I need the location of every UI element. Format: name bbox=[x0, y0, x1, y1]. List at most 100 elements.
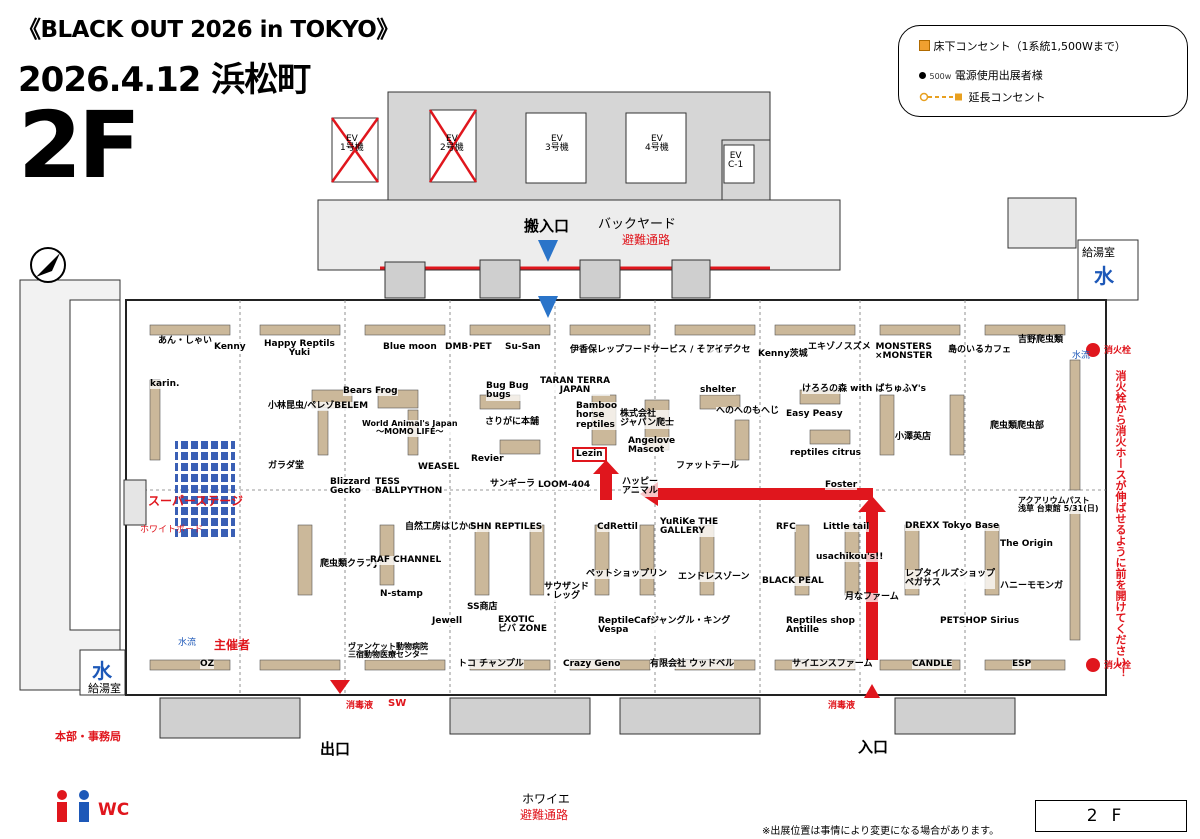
booth-label: エンドレスゾーン bbox=[678, 572, 750, 583]
legend-outlet-text: 床下コンセント（1系統1,500Wまで） bbox=[933, 40, 1126, 53]
power-dot-icon bbox=[919, 72, 926, 79]
booth-label: Angelove Mascot bbox=[628, 436, 676, 456]
event-title: 《BLACK OUT 2026 in TOKYO》 bbox=[18, 17, 399, 43]
booth-label: Little tail bbox=[823, 522, 870, 533]
event-date-venue: 2026.4.12 浜松町 bbox=[18, 60, 311, 100]
elevators bbox=[330, 109, 755, 184]
footnote: ※出展位置は事情により変更になる場合があります。 bbox=[762, 826, 1000, 837]
booth-label: OZ bbox=[200, 659, 215, 670]
evac-route-top-label: 避難通路 bbox=[622, 233, 671, 247]
water-flow-left-label: 水流 bbox=[178, 638, 197, 648]
ev-c1-label: EV C-1 bbox=[728, 151, 744, 171]
booth-label: TARAN TERRA JAPAN bbox=[540, 376, 611, 396]
booth-label: Foster bbox=[825, 480, 858, 491]
legend-outlet: 床下コンセント（1系統1,500Wまで） bbox=[919, 38, 1126, 54]
booth-label: Crazy Geno bbox=[563, 659, 621, 670]
booth-label: さりがに本舗 bbox=[485, 417, 540, 428]
booth-label: 爬虫類クラブJ bbox=[320, 559, 378, 570]
ev-4-label: EV 4号機 bbox=[645, 134, 669, 154]
booth-label: Su-San bbox=[505, 342, 541, 353]
loading-arrows bbox=[538, 240, 558, 318]
booth-label: Bamboo horse reptiles bbox=[576, 401, 618, 431]
hydrant-top-label: 消火栓 bbox=[1104, 346, 1132, 356]
legend-box: 床下コンセント（1系統1,500Wまで） 500w 電源使用出展者様 延長コンセ… bbox=[898, 25, 1188, 117]
booth-label: Jewell bbox=[432, 616, 463, 627]
booth-label: The Origin bbox=[1000, 539, 1053, 550]
booth-label: 伊香保レップフードサービス / そしじ bbox=[570, 345, 724, 356]
booth-label: WEASEL bbox=[418, 462, 460, 473]
stage-seats bbox=[175, 440, 235, 540]
booth-label: Kenny茨城 bbox=[758, 349, 808, 360]
kitchen-right-label: 給湯室 bbox=[1082, 246, 1115, 259]
booth-label: レプタイルズショップ ペガサス bbox=[905, 569, 996, 589]
booth-label: PETSHOP Sirius bbox=[940, 616, 1020, 627]
wc-icon bbox=[57, 790, 89, 822]
stage-block bbox=[123, 479, 147, 526]
booth-label: ハッピー アニマル bbox=[622, 477, 659, 497]
booth-label: ペットショップリン bbox=[586, 569, 668, 580]
booth-label: shelter bbox=[700, 385, 736, 396]
booth-label: 有限会社 ウッドベル bbox=[650, 659, 735, 670]
booth-label: usachikou's!! bbox=[816, 552, 884, 563]
outlet-swatch-icon bbox=[919, 40, 930, 51]
booth-label: World Animal's Japan 〜MOMO LIFE〜 bbox=[362, 419, 458, 437]
booth-label: karin. bbox=[150, 379, 180, 390]
booth-label: Kenny bbox=[214, 342, 246, 353]
booth-label: YuRiKe THE GALLERY bbox=[660, 517, 719, 537]
booth-label: reptiles citrus bbox=[790, 448, 861, 459]
whiteboard-label: ホワイトボード bbox=[140, 525, 204, 535]
booth-label: Lezin bbox=[572, 447, 607, 463]
ev-c1 bbox=[723, 144, 755, 184]
booth-label: ESP bbox=[1012, 659, 1032, 670]
booth-label: 吉野爬虫類 bbox=[1018, 335, 1064, 346]
hq-office-label: 本部・事務局 bbox=[52, 728, 124, 744]
booth-label: DMB･PET bbox=[445, 342, 492, 353]
ev-4 bbox=[625, 112, 687, 184]
booth-label: 株式会社 ジャパン爬士 bbox=[620, 409, 675, 429]
loading-entrance-label: 搬入口 bbox=[524, 217, 570, 235]
booth-label: 小澤英店 bbox=[895, 432, 932, 443]
booth-label: 爬虫類爬虫部 bbox=[990, 421, 1045, 432]
flow-arrows bbox=[330, 460, 886, 698]
legend-power-text: 電源使用出展者様 bbox=[954, 69, 1043, 82]
booth-label: BLACK PEAL bbox=[762, 576, 824, 587]
booth-label: 小林昆虫/ペレゾBELEM bbox=[268, 401, 369, 412]
compass-icon bbox=[30, 247, 66, 283]
booth-label: アクアリウムパスト 浅草 台東館 5/31(日) bbox=[1018, 496, 1099, 514]
exit-label[interactable]: 出口 bbox=[320, 740, 351, 758]
foyer-evac-label: 避難通路 bbox=[520, 808, 569, 822]
organizer-label: 主催者 bbox=[214, 638, 251, 652]
extension-cord-icon bbox=[919, 92, 962, 102]
booth-label: DREXX Tokyo Base bbox=[905, 521, 1000, 532]
hydrant-markers bbox=[1086, 343, 1100, 672]
sw-label: SW bbox=[388, 698, 407, 709]
booth-label: RAF CHANNEL bbox=[370, 555, 442, 566]
booth-label: Easy Peasy bbox=[786, 409, 843, 420]
booth-label: 島のいるカフェ bbox=[948, 345, 1012, 356]
legend-power-value: 500w bbox=[929, 72, 952, 81]
booth-label: ハニーモモンガ bbox=[1000, 581, 1064, 592]
stage-label: スーパーステージ bbox=[148, 494, 244, 508]
booth-label: サウザンド ・レッグ bbox=[544, 582, 590, 602]
booth-label: ファットテール bbox=[676, 461, 740, 472]
booth-label: ジャングル・キング bbox=[650, 616, 731, 627]
entrance-label[interactable]: 入口 bbox=[858, 738, 889, 756]
disinfectant-entrance-label: 消毒液 bbox=[828, 701, 856, 711]
floor-label: 2F bbox=[18, 92, 141, 199]
booth-label: SS商店 bbox=[467, 602, 498, 613]
water-right-icon: 水 bbox=[1094, 264, 1114, 288]
booth-label: Bears Frog bbox=[343, 386, 398, 397]
ev-3-label: EV 3号機 bbox=[545, 134, 569, 154]
legend-power-user: 500w 電源使用出展者様 bbox=[919, 67, 1043, 83]
booth-label: ヴァンケット動物病院 三宿動物医療センター bbox=[348, 642, 428, 660]
foyer-label: ホワイエ bbox=[522, 792, 570, 806]
booth-label: あん・しゃい bbox=[158, 336, 213, 347]
booth-label: Reptiles shop Antille bbox=[786, 616, 855, 636]
water-left-icon: 水 bbox=[92, 659, 112, 683]
booth-label: 月なファーム bbox=[845, 592, 899, 603]
booth-label: トコ チャンプル bbox=[458, 659, 524, 670]
hydrant-note: 消火栓から消火ホースが伸ばせるように前を開けてください！ bbox=[1114, 370, 1127, 678]
booth-label: エキゾノスズメ bbox=[808, 342, 871, 353]
booth-label: サンギーラ bbox=[490, 479, 536, 490]
booth-label: ReptileCafe Vespa bbox=[598, 616, 657, 636]
